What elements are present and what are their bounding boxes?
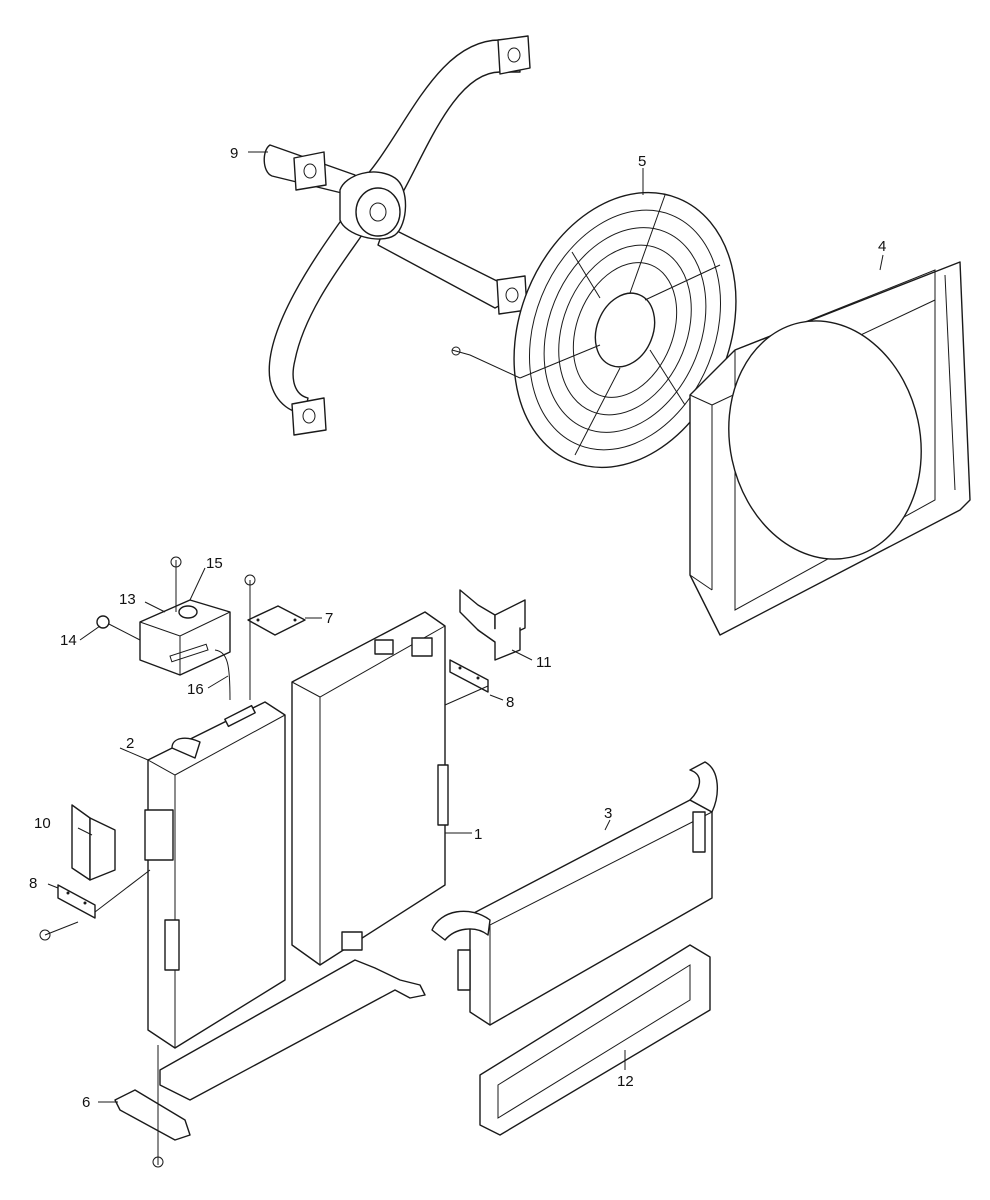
plate-part-7 <box>244 574 306 700</box>
expansion-tank-part-13 <box>96 556 231 701</box>
frame-part-12 <box>479 944 711 1136</box>
callout-13: 13 <box>119 591 136 608</box>
fan-guard-part-5 <box>451 191 737 469</box>
bracket-part-11 <box>459 589 526 661</box>
callout-12: 12 <box>617 1073 634 1090</box>
callout-3: 3 <box>604 805 612 822</box>
callout-4: 4 <box>878 238 886 255</box>
callout-15: 15 <box>206 555 223 572</box>
fan-spider-part-9 <box>263 35 531 436</box>
callout-10: 10 <box>34 815 51 832</box>
callout-9: 9 <box>230 145 238 162</box>
callout-16: 16 <box>187 681 204 698</box>
base-plate-part-6 <box>114 959 426 1168</box>
callout-1: 1 <box>474 826 482 843</box>
callout-7: 7 <box>325 610 333 627</box>
bracket-part-8-lower <box>39 869 151 941</box>
oil-cooler-part-3 <box>431 761 718 1026</box>
callout-6: 6 <box>82 1094 90 1111</box>
bracket-part-10 <box>71 804 116 881</box>
radiator-part-2 <box>144 701 286 1049</box>
callout-2: 2 <box>126 735 134 752</box>
radiator-part-1 <box>291 611 449 966</box>
bracket-part-8-upper <box>444 659 489 706</box>
callout-14: 14 <box>60 632 77 649</box>
callout-5: 5 <box>638 153 646 170</box>
callout-8-lower: 8 <box>29 875 37 892</box>
callout-8-upper: 8 <box>506 694 514 711</box>
fan-shroud-part-4 <box>689 261 971 636</box>
callout-labels: 1 2 3 4 5 6 7 8 8 9 10 11 12 13 14 15 16 <box>29 145 886 1111</box>
leader-lines <box>47 151 884 1103</box>
callout-11: 11 <box>536 654 552 671</box>
